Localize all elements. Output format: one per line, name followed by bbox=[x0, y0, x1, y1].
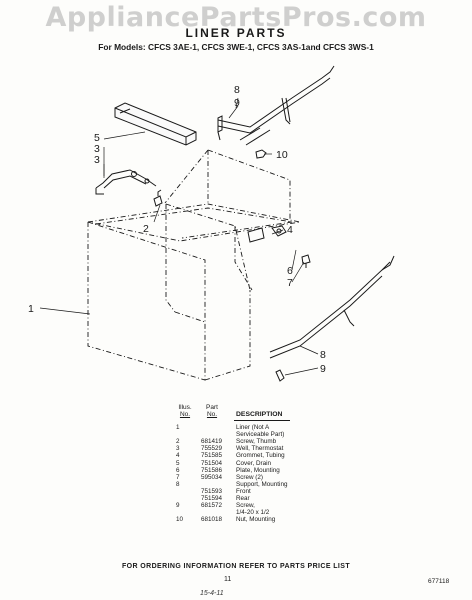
table-cell-illus: 6 bbox=[176, 466, 180, 474]
liner-step-front bbox=[165, 204, 176, 313]
liner-front-rim-edge bbox=[87, 221, 206, 275]
screw-top bbox=[217, 115, 223, 133]
liner-tub-left bbox=[164, 149, 209, 204]
liner-right-face bbox=[204, 290, 251, 381]
table-cell-part: 681018 bbox=[201, 516, 223, 524]
table-cell-description: Well, Thermostat bbox=[236, 445, 284, 453]
callout-9b: 9 bbox=[320, 363, 326, 375]
callout-5: 5 bbox=[94, 132, 100, 144]
callout-1: 1 bbox=[28, 303, 34, 315]
liner-front-face bbox=[87, 222, 206, 381]
page-title: LINER PARTS bbox=[185, 26, 287, 40]
mounting-nut bbox=[255, 149, 267, 159]
mounting-plate bbox=[247, 227, 265, 243]
callout-4: 4 bbox=[287, 224, 293, 236]
callout-10: 10 bbox=[276, 149, 288, 161]
table-cell-part: 681572 bbox=[201, 502, 223, 510]
models-line: For Models: CFCS 3AE-1, CFCS 3WE-1, CFCS… bbox=[98, 42, 374, 52]
watermark: AppliancePartsPros.com bbox=[45, 2, 427, 33]
callout-6: 6 bbox=[287, 265, 293, 277]
table-cell-description: Support, Mounting bbox=[236, 480, 288, 488]
thermostat-well bbox=[95, 169, 157, 189]
callout-3: 3 bbox=[94, 143, 100, 155]
table-cell-description: Plate, Mounting bbox=[236, 466, 280, 474]
table-cell-part: 751586 bbox=[201, 466, 223, 474]
table-cell-illus: 2 bbox=[176, 438, 180, 446]
liner-step-ledge bbox=[165, 203, 251, 291]
table-cell-illus: 1 bbox=[176, 424, 180, 431]
table-cell-illus: 8 bbox=[176, 480, 180, 488]
table-cell-illus: 9 bbox=[176, 502, 180, 510]
liner-top-rim bbox=[87, 203, 301, 242]
front-mounting-support bbox=[269, 261, 391, 353]
tubing-grommet bbox=[271, 225, 287, 237]
table-cell-part: 751504 bbox=[201, 459, 223, 467]
table-cell-part: 595034 bbox=[201, 473, 223, 481]
plate-screw bbox=[301, 254, 311, 265]
table-cell-description: Serviceable Part) bbox=[236, 431, 285, 439]
table-cell-description: 1/4-20 x 1/2 bbox=[236, 509, 270, 517]
table-cell-description: Grommet, Tubing bbox=[236, 452, 285, 460]
liner-inner-floor bbox=[174, 311, 206, 323]
table-cell-description: Screw, bbox=[236, 502, 255, 510]
table-cell-part: 751594 bbox=[201, 495, 223, 502]
page-number: 11 bbox=[224, 576, 232, 583]
liner-top-rim-inner bbox=[95, 207, 293, 239]
drain-cover bbox=[114, 102, 197, 146]
table-cell-illus: 7 bbox=[176, 473, 180, 481]
table-cell-illus: 3 bbox=[176, 445, 180, 453]
callout-9a: 9 bbox=[234, 97, 240, 109]
callout-2: 2 bbox=[143, 223, 149, 235]
table-header-description: DESCRIPTION bbox=[236, 411, 283, 418]
ordering-note: FOR ORDERING INFORMATION REFER TO PARTS … bbox=[121, 563, 351, 570]
table-cell-description: Screw, Thumb bbox=[236, 438, 277, 446]
callout-8b: 8 bbox=[320, 349, 326, 361]
table-cell-description: Front bbox=[236, 487, 251, 495]
table-cell-description: Screw (2) bbox=[236, 473, 263, 481]
screw-bottom bbox=[275, 369, 285, 382]
table-cell-part: 751585 bbox=[201, 452, 223, 460]
rear-mounting-support bbox=[217, 65, 335, 128]
table-cell-part: 751593 bbox=[201, 487, 223, 495]
table-header-part: Part No. bbox=[206, 404, 218, 418]
callout-3b: 3 bbox=[94, 154, 100, 166]
table-cell-description: Liner (Not A bbox=[236, 424, 270, 431]
liner-step-side bbox=[234, 226, 253, 291]
thumb-screw bbox=[153, 195, 163, 207]
table-cell-illus: 5 bbox=[176, 459, 180, 467]
callout-8a: 8 bbox=[234, 84, 240, 96]
table-cell-illus: 10 bbox=[176, 516, 184, 524]
table-cell-description: Nut, Mounting bbox=[236, 516, 276, 524]
callout-7: 7 bbox=[287, 277, 293, 289]
table-cell-illus: 4 bbox=[176, 452, 180, 460]
table-cell-description: Rear bbox=[236, 495, 250, 502]
table-cell-part: 755529 bbox=[201, 445, 223, 453]
header-underline bbox=[234, 420, 290, 421]
table-cell-part: 681419 bbox=[201, 438, 223, 446]
handwritten-note: 15-4-11 bbox=[200, 590, 224, 597]
table-header-illus: Illus. No. bbox=[178, 404, 192, 418]
document-number: 677118 bbox=[428, 578, 450, 585]
table-cell-description: Cover, Drain bbox=[236, 459, 271, 467]
